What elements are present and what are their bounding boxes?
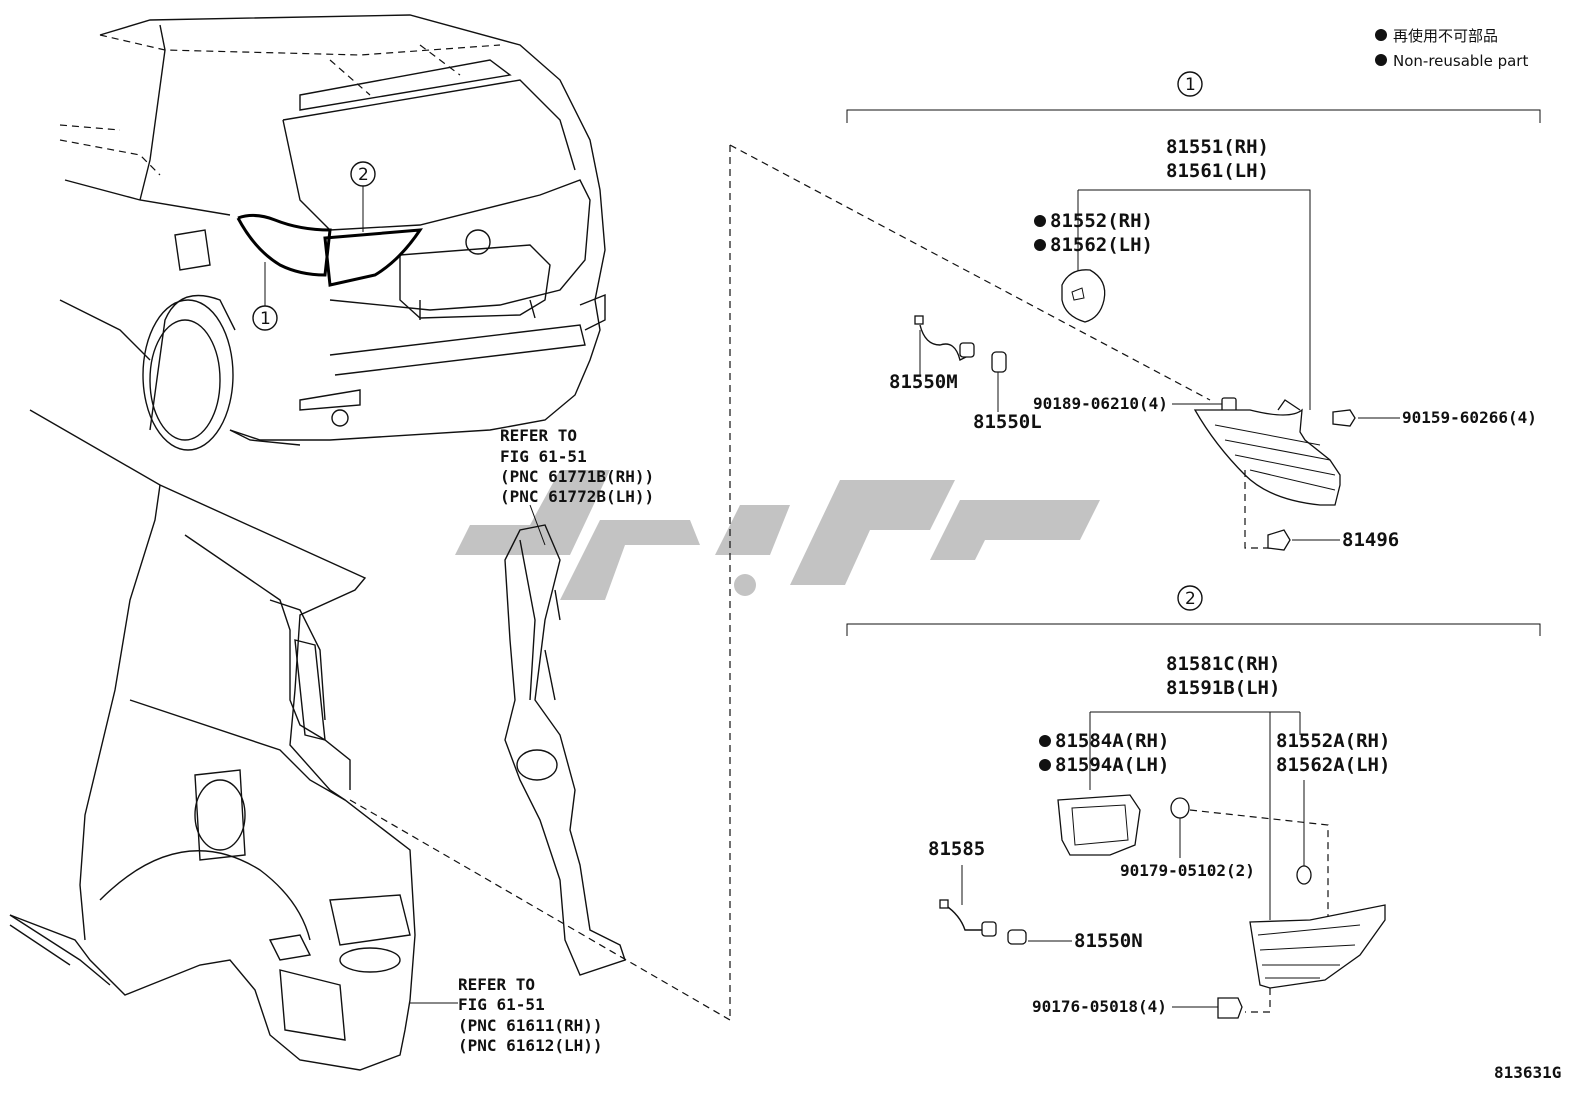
bulb-81550L [991,351,1007,373]
lamp-outline-2 [323,228,423,287]
nut-90176 [1217,997,1243,1019]
ref-upper-line3: (PNC 61771B(RH)) [500,467,654,486]
lamp-assy-81551 [1193,408,1341,506]
ref-lower-line2: FIG 61-51 [458,995,545,1014]
label-81584A: 81584A(RH) [1055,730,1169,752]
label-81591B: 81591B(LH) [1166,677,1280,699]
ref-lower: REFER TO FIG 61-51 (PNC 61611(RH)) (PNC … [458,975,603,1055]
ref-upper: REFER TO FIG 61-51 (PNC 61771B(RH)) (PNC… [500,426,654,506]
label-81550M: 81550M [889,371,958,393]
label-90179: 90179-05102(2) [1120,861,1255,880]
ref-lower-line3: (PNC 61611(RH)) [458,1016,603,1035]
label-81581C: 81581C(RH) [1166,653,1280,675]
ref-upper-line1: REFER TO [500,426,577,445]
ref-upper-line4: (PNC 61772B(LH)) [500,487,654,506]
label-81550N: 81550N [1074,930,1143,952]
legend-jp: 再使用不可部品 [1393,27,1498,45]
callout-2: 2 [1185,589,1196,609]
screw-90159 [1332,409,1356,427]
vehicle-rear-view: 2 1 [59,14,606,451]
label-81594A: 81594A(LH) [1055,754,1169,776]
label-81550L: 81550L [973,411,1042,433]
pillar-reinforcement [504,524,626,976]
label-81551: 81551(RH) [1166,136,1269,158]
legend-en: Non-reusable part [1393,52,1528,70]
label-81585: 81585 [928,838,985,860]
callout-2-top: 2 [358,165,369,185]
socket-81550M [919,324,971,362]
callout-1-top: 1 [260,309,271,329]
lamp-outline-1 [236,213,332,277]
ref-upper-line2: FIG 61-51 [500,447,587,466]
legend: 再使用不可部品 Non-reusable part [1375,27,1528,70]
body-side-panel [9,409,416,1071]
explode-line-diag2 [349,799,731,1021]
seal-81552A [1296,865,1312,885]
group-2: 2 81581C(RH) 81591B(LH) 81584A(RH) 81594… [846,585,1541,1019]
bulb-81550N [1007,929,1027,945]
watermark-logo [455,470,1100,600]
nut-90179 [1170,797,1190,819]
label-90189: 90189-06210(4) [1033,394,1168,413]
label-81552: 81552(RH) [1050,210,1153,232]
callout-1: 1 [1185,75,1196,95]
label-81496: 81496 [1342,529,1399,551]
gasket-81584A [1057,794,1141,856]
ref-lower-line1: REFER TO [458,975,535,994]
figure-code: 813631G [1494,1063,1561,1082]
label-90176: 90176-05018(4) [1032,997,1167,1016]
label-81552A: 81552A(RH) [1276,730,1390,752]
ref-leader-upper [529,504,546,546]
label-81562: 81562(LH) [1050,234,1153,256]
label-81562A: 81562A(LH) [1276,754,1390,776]
label-81561: 81561(LH) [1166,160,1269,182]
explode-line-diag1 [729,144,1211,401]
group-1: 1 81551(RH) 81561(LH) 81552(RH) 81562(LH… [846,71,1541,551]
label-90159: 90159-60266(4) [1402,408,1537,427]
clip-81496 [1267,529,1291,551]
socket-81585 [944,904,985,931]
ref-lower-line4: (PNC 61612(LH)) [458,1036,603,1055]
